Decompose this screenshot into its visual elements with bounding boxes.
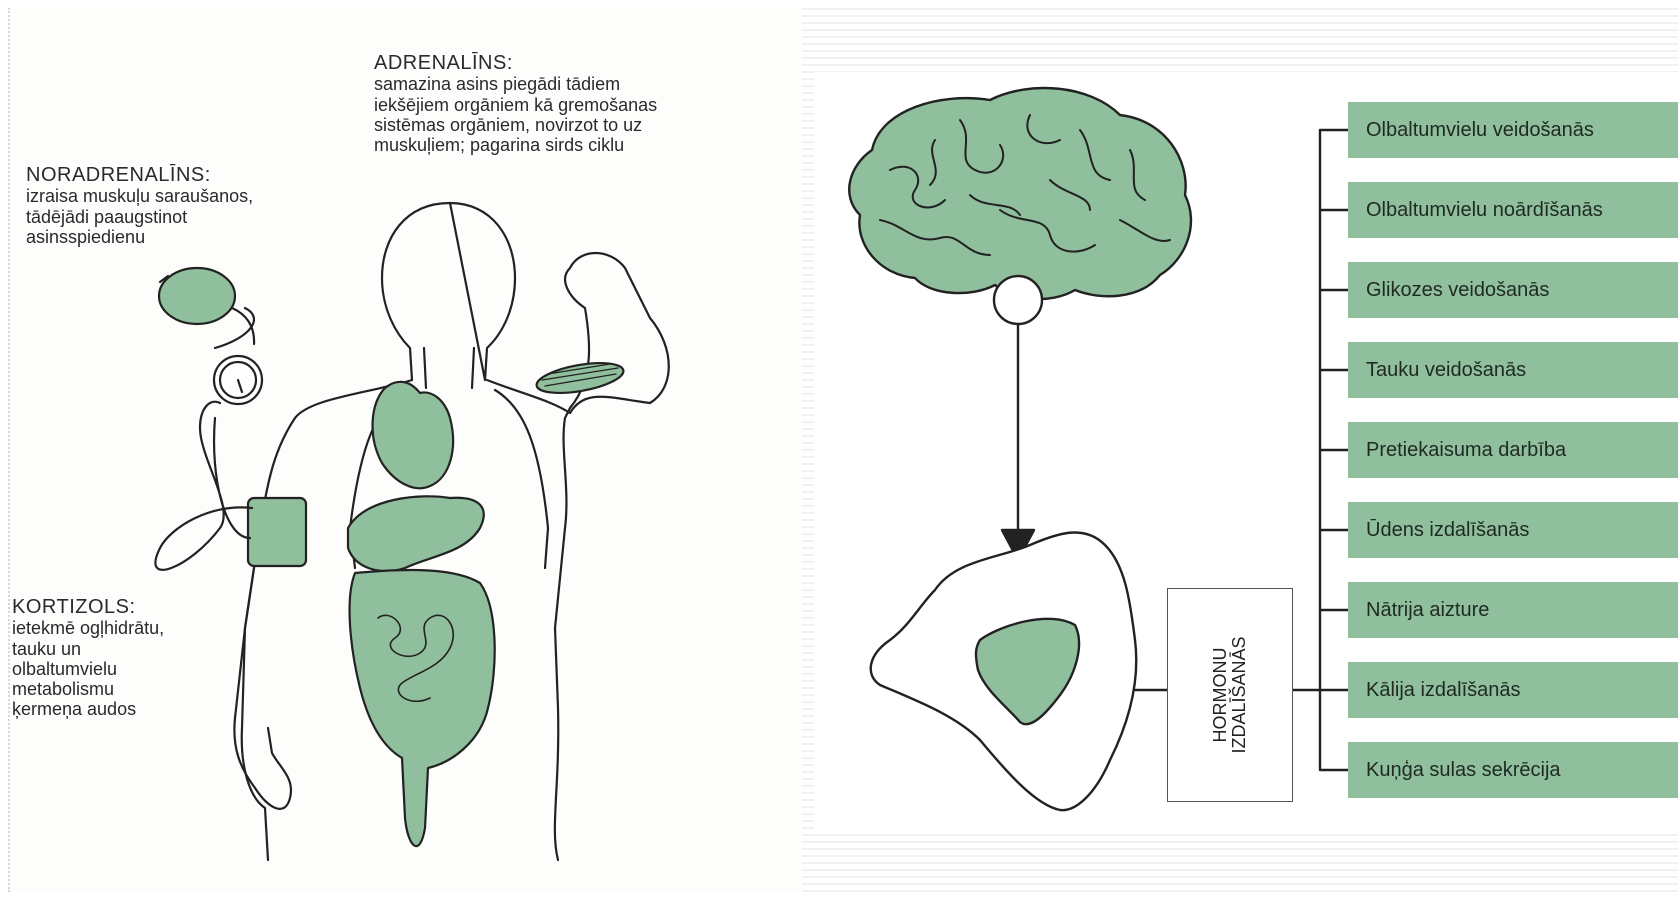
bp-tube [155, 308, 254, 570]
cortisol-title: KORTIZOLS: [12, 596, 164, 618]
effect-protein-synthesis: Olbaltumvielu veidošanās [1348, 102, 1678, 158]
body-illustration-panel: ADRENALĪNS: samazina asins piegādi tādie… [8, 8, 800, 892]
cortisol-label: KORTIZOLS: ietekmē ogļhidrātu, tauku un … [12, 596, 164, 719]
liver-stomach [348, 496, 484, 571]
adrenaline-title: ADRENALĪNS: [374, 52, 657, 74]
hormone-release-box: HORMONU IZDALĪŠANĀS [1167, 588, 1293, 802]
adrenaline-description: samazina asins piegādi tādiem iekšējiem … [374, 74, 657, 155]
effect-anti-inflammatory: Pretiekaisuma darbība [1348, 422, 1678, 478]
noradrenaline-label: NORADRENALĪNS: izraisa muskuļu saraušano… [26, 164, 253, 247]
head-outline [382, 203, 515, 380]
bp-cuff [248, 498, 306, 566]
intestines [350, 570, 495, 846]
adrenaline-label: ADRENALĪNS: samazina asins piegādi tādie… [374, 52, 657, 155]
effect-potassium-excretion: Kālija izdalīšanās [1348, 662, 1678, 718]
effect-sodium-retention: Nātrija aizture [1348, 582, 1678, 638]
right-side-outline [555, 253, 669, 860]
cortisol-description: ietekmē ogļhidrātu, tauku un olbaltumvie… [12, 618, 164, 719]
effect-fat-formation: Tauku veidošanās [1348, 342, 1678, 398]
bp-bulb [159, 268, 235, 324]
effect-protein-breakdown: Olbaltumvielu noārdīšanās [1348, 182, 1678, 238]
effect-glucose-formation: Glikozes veidošanās [1348, 262, 1678, 318]
effect-water-excretion: Ūdens izdalīšanās [1348, 502, 1678, 558]
heart [373, 382, 454, 488]
effect-gastric-secretion: Kuņģa sulas sekrēcija [1348, 742, 1678, 798]
noradrenaline-title: NORADRENALĪNS: [26, 164, 253, 186]
noradrenaline-description: izraisa muskuļu saraušanos, tādējādi paa… [26, 186, 253, 246]
hormone-release-label: HORMONU IZDALĪŠANĀS [1211, 595, 1249, 795]
